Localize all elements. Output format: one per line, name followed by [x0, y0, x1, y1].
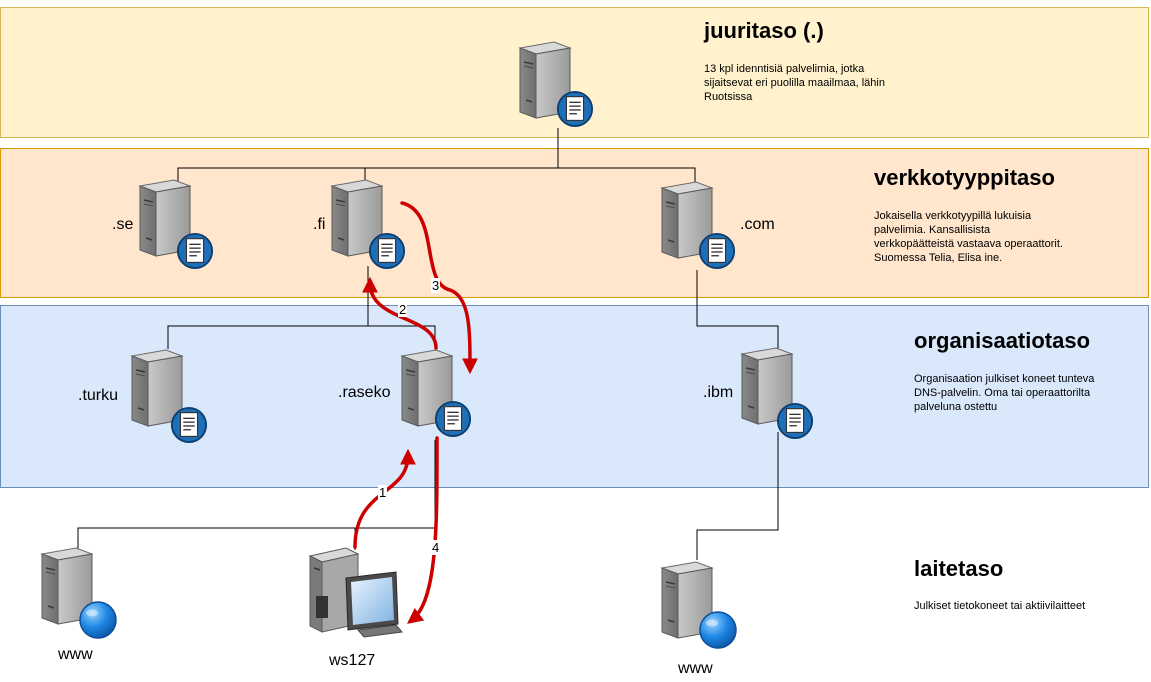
tld-level-title: verkkotyyppitaso	[874, 165, 1055, 190]
step-label-4: 4	[431, 540, 441, 555]
org-ibm-label: .ibm	[703, 384, 734, 401]
document-icon	[776, 402, 814, 440]
tld-se-label: .se	[112, 216, 134, 233]
tld-level-band	[0, 148, 1149, 298]
device-www-left-label: www	[58, 646, 93, 663]
globe-icon	[78, 600, 118, 640]
org-raseko-server	[396, 348, 460, 433]
device-www-right-server	[656, 560, 720, 645]
org-turku-server	[126, 348, 190, 433]
connector-com-ibm	[696, 270, 779, 350]
document-icon	[170, 406, 208, 444]
tld-fi-label: .fi	[313, 216, 326, 233]
step-label-1: 1	[378, 485, 388, 500]
connector-fi-org	[167, 325, 436, 349]
arrow-step-1	[353, 448, 416, 549]
org-level-title: organisaatiotaso	[914, 328, 1091, 353]
org-raseko-label: .raseko	[338, 384, 391, 401]
tld-se-server	[134, 178, 198, 263]
arrow-step-4	[407, 436, 439, 624]
org-level-description: Organisaation julkiset koneet tunteva DN…	[914, 373, 1095, 413]
device-ws127-workstation	[306, 546, 406, 651]
document-icon	[368, 232, 406, 270]
device-www-right-label: www	[678, 660, 713, 677]
step-label-2: 2	[398, 302, 408, 317]
device-level-description: Julkiset tietokoneet tai aktiivilaitteet	[914, 600, 1086, 612]
document-icon	[434, 400, 472, 438]
tld-level-description: Jokaisella verkkotyypillä lukuisia palve…	[874, 210, 1063, 264]
device-ws127-label: ws127	[329, 652, 376, 669]
document-icon	[176, 232, 214, 270]
workstation-icon	[308, 547, 403, 638]
connector-tld-bus	[177, 167, 696, 185]
globe-icon	[698, 610, 738, 650]
arrow-step-3	[400, 201, 478, 375]
step-label-3: 3	[431, 278, 441, 293]
root-dns-server	[514, 40, 578, 125]
org-ibm-server	[736, 346, 800, 431]
root-level-description: 13 kpl idenntisiä palvelimia, jotka sija…	[704, 63, 885, 103]
device-level-title: laitetaso	[914, 556, 1004, 581]
tld-com-label: .com	[740, 216, 775, 233]
organization-level-band	[0, 305, 1149, 488]
document-icon	[556, 90, 594, 128]
org-turku-label: .turku	[78, 387, 119, 404]
tld-fi-server	[326, 178, 390, 263]
connector-raseko-devices	[77, 440, 436, 549]
root-level-title: juuritaso (.)	[704, 18, 824, 43]
device-www-left-server	[36, 546, 100, 631]
connector-ibm-www	[696, 432, 779, 560]
tld-com-server	[656, 180, 720, 265]
arrow-step-2	[362, 276, 438, 350]
document-icon	[698, 232, 736, 270]
